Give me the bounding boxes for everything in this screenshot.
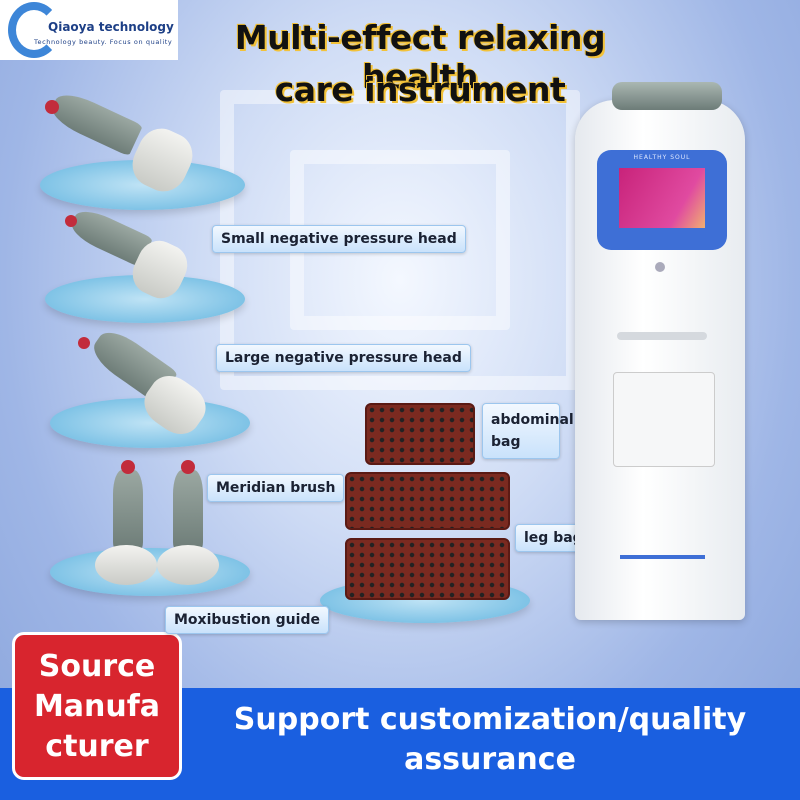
brand-logo: Qiaoya technology Technology beauty. Foc…: [0, 0, 178, 60]
page-title-line1: Multi-effect relaxing health: [234, 18, 606, 96]
label-large-negative-pressure-head: Large negative pressure head: [216, 344, 471, 372]
badge-line3: cturer: [45, 729, 149, 764]
machine-screen: HEALTHY SOUL: [597, 150, 727, 250]
badge-line1: Source: [38, 649, 156, 684]
logo-slogan: Technology beauty. Focus on quality: [34, 38, 173, 46]
leg-bag-image: [345, 472, 510, 530]
banner-line1: Support customization/quality: [233, 702, 747, 737]
label-abdominal-bag: abdominal bag: [482, 403, 574, 459]
badge-line2: Manufa: [33, 689, 161, 724]
logo-mark-icon: [8, 2, 60, 58]
instrument-machine-image: HEALTHY SOUL: [575, 100, 745, 620]
label-small-negative-pressure-head: Small negative pressure head: [212, 225, 466, 253]
leg-bag-image: [345, 538, 510, 600]
power-button-icon: [655, 262, 665, 272]
machine-brand: HEALTHY SOUL: [633, 154, 691, 161]
banner-line2: assurance: [404, 742, 576, 777]
page-title-line2: care instrument: [274, 70, 566, 109]
logo-name: Qiaoya technology: [48, 20, 174, 34]
abdominal-bag-image: [365, 403, 475, 465]
label-moxibustion-guide: Moxibustion guide: [165, 606, 329, 634]
machine-heads-image: [612, 82, 722, 110]
label-meridian-brush: Meridian brush: [207, 474, 345, 502]
